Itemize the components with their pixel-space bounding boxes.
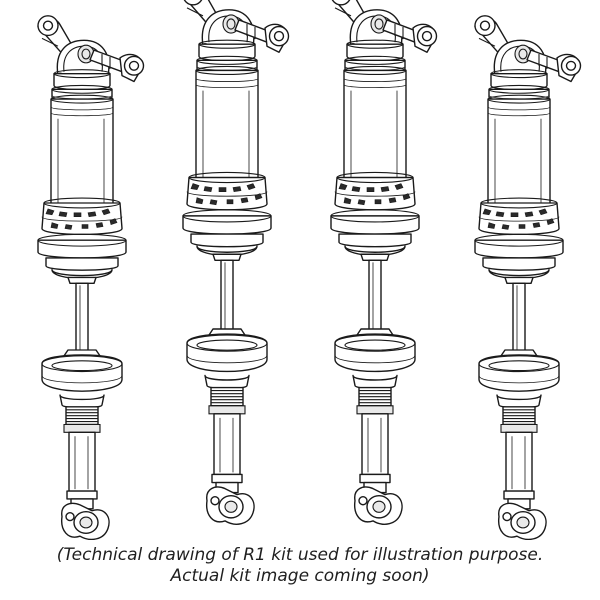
shock-absorber-3 [330,0,438,525]
figure-caption: (Technical drawing of R1 kit used for il… [0,545,600,587]
technical-drawing-shock-absorbers [37,0,582,540]
shock-absorber-2 [182,0,290,525]
shock-absorber-1 [37,15,145,540]
caption-line-1: (Technical drawing of R1 kit used for il… [56,545,544,565]
caption-line-2: Actual kit image coming soon) [170,566,430,586]
shock-absorber-4 [474,15,582,540]
